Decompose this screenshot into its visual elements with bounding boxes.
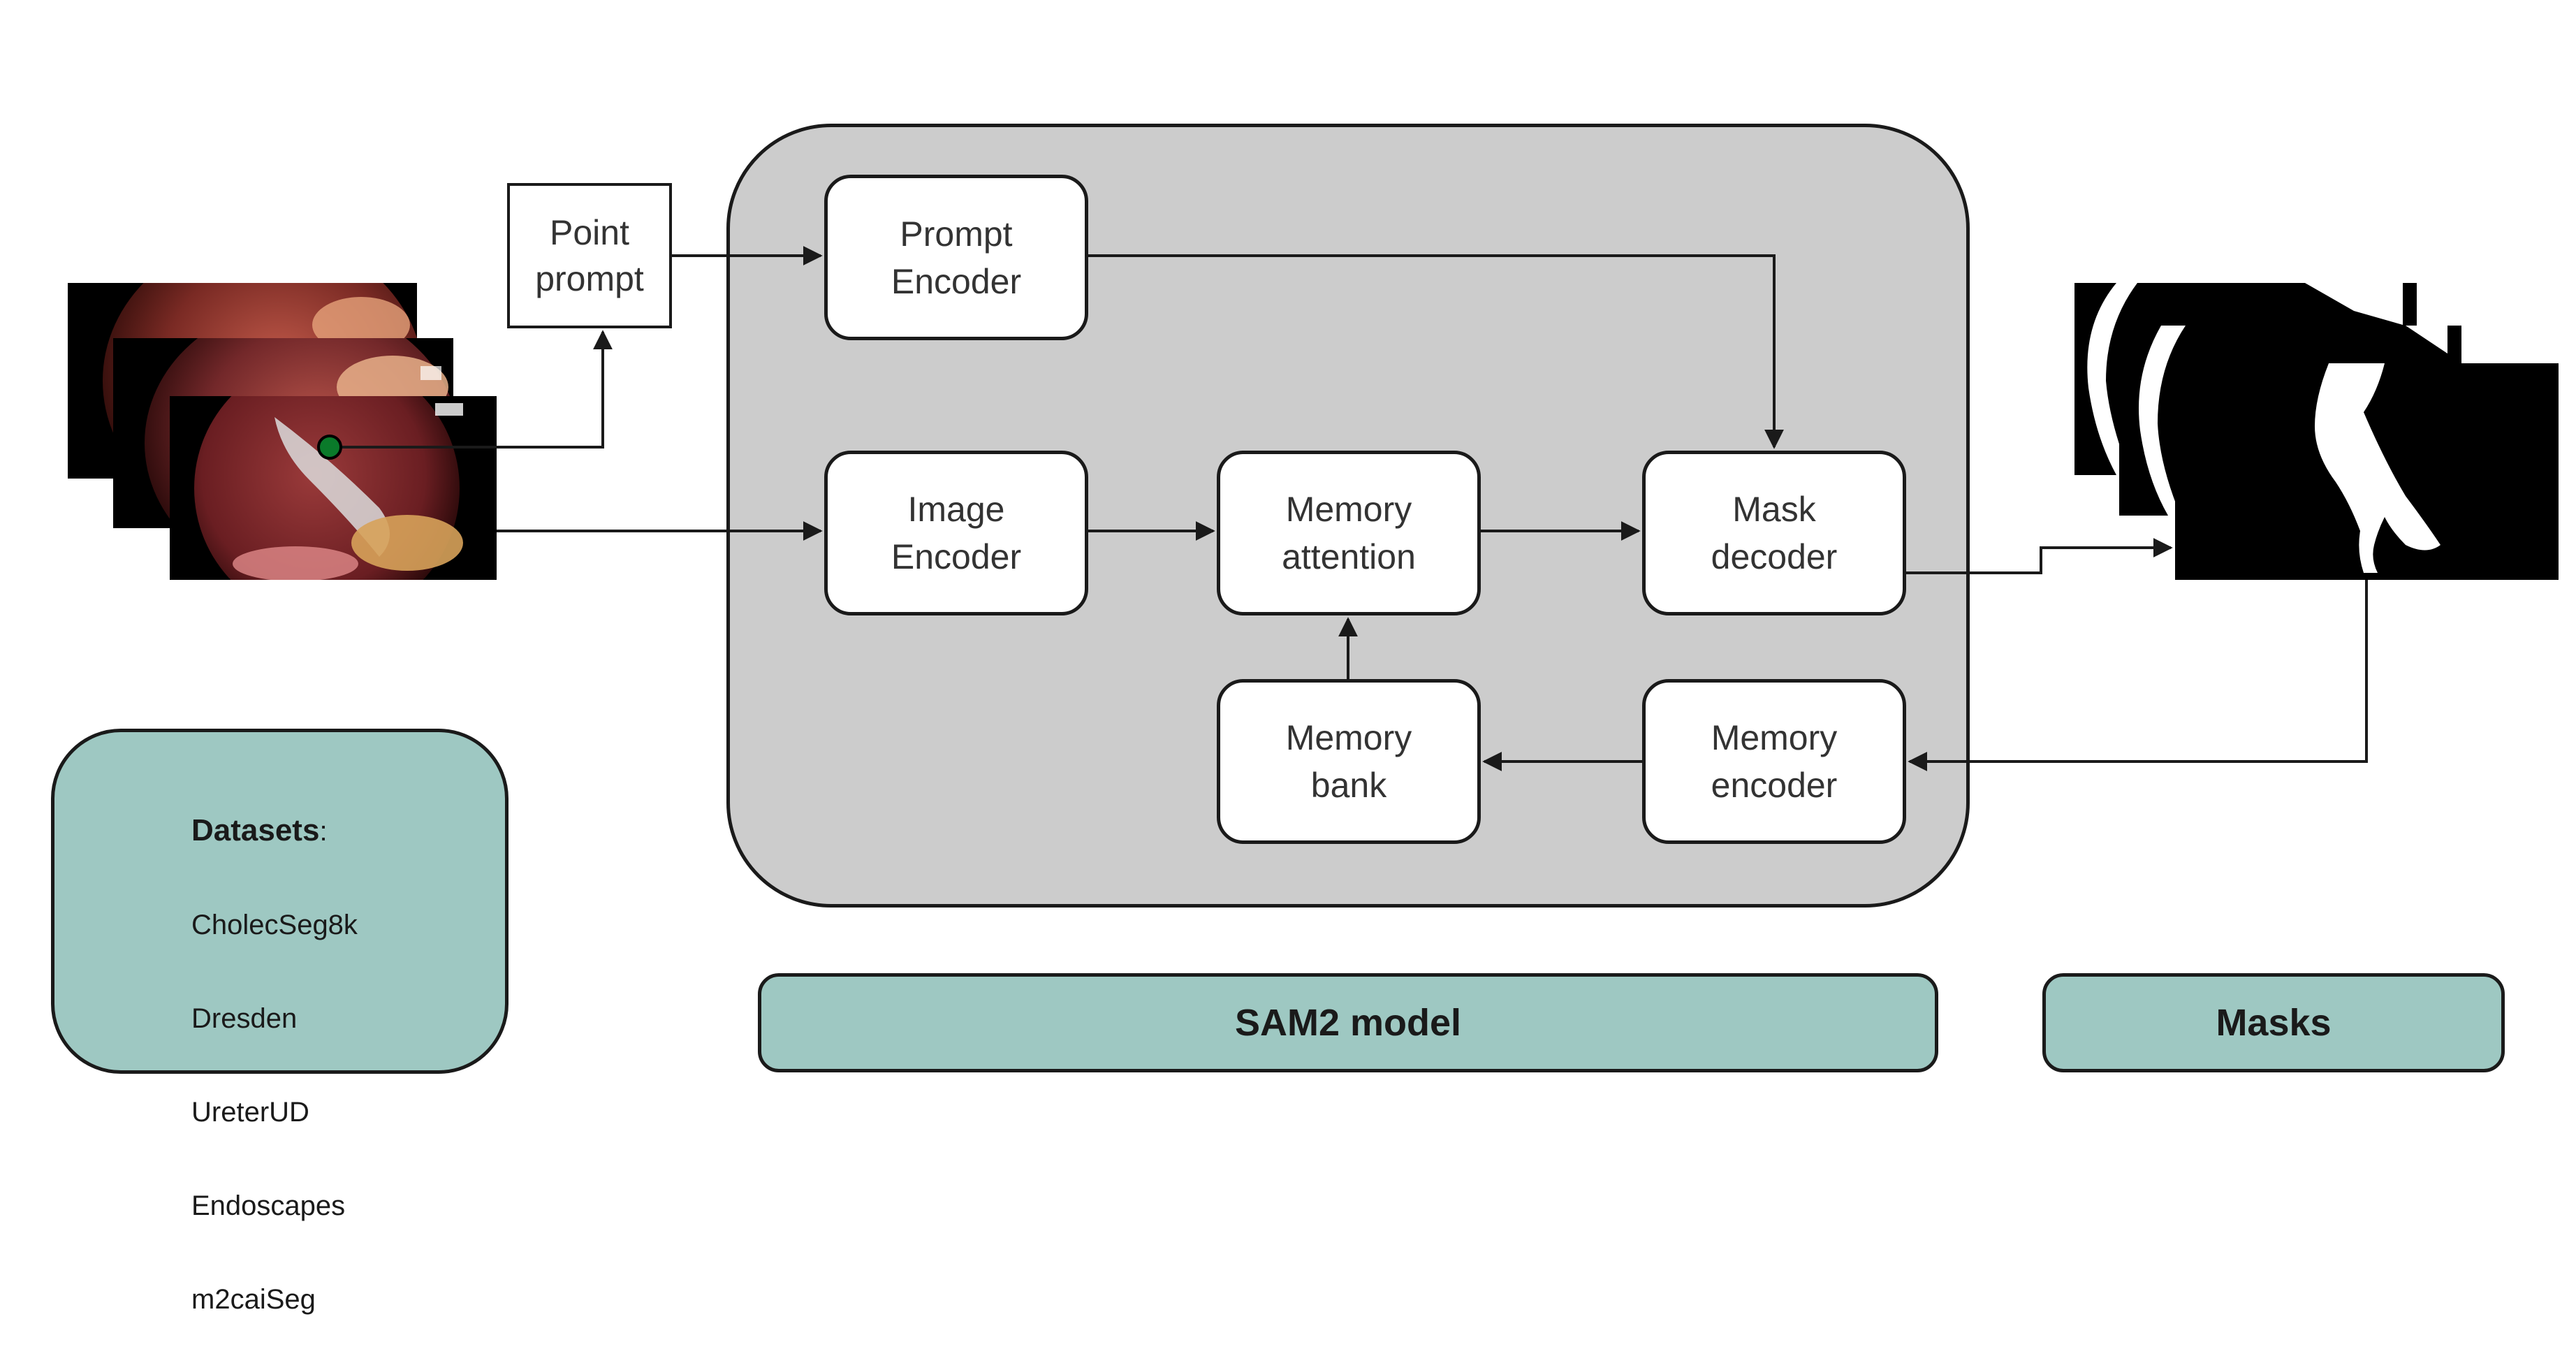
datasets-title: Datasets: (191, 813, 328, 847)
arrow-prompt-encoder-to-mask-decoder (1088, 254, 1784, 449)
diagram-canvas: Point prompt Prompt Encoder Image Encode… (51, 124, 2559, 1315)
point-prompt-marker (317, 435, 342, 460)
masks-label: Masks (2042, 973, 2505, 1072)
memory-encoder-block: Memory encoder (1642, 679, 1906, 844)
input-frame-front (170, 396, 497, 580)
arrow-point-to-prompt-box (330, 330, 613, 449)
mask-frame-front-image (2315, 363, 2440, 573)
mask-frame-back-image (2087, 283, 2403, 475)
prompt-encoder-block: Prompt Encoder (824, 175, 1088, 340)
mask-decoder-block: Mask decoder (1642, 451, 1906, 615)
mask-frame-front (2175, 363, 2559, 580)
dataset-item: Dresden (191, 1003, 298, 1034)
dataset-item: m2caiSeg (191, 1284, 316, 1315)
connectors-layer (317, 246, 2368, 771)
dataset-item: Endoscapes (191, 1190, 346, 1221)
arrow-mask-decoder-to-masks (1906, 538, 2173, 574)
arrow-masks-to-memory-encoder (1908, 580, 2368, 771)
memory-attention-block: Memory attention (1217, 451, 1481, 615)
mask-frame-middle-image (2139, 326, 2447, 516)
point-prompt-box: Point prompt (507, 183, 672, 328)
sam2-model-label: SAM2 model (758, 973, 1938, 1072)
dataset-item: CholecSeg8k (191, 910, 358, 940)
memory-bank-block: Memory bank (1217, 679, 1481, 844)
image-encoder-block: Image Encoder (824, 451, 1088, 615)
input-frame-front-image (194, 396, 463, 580)
